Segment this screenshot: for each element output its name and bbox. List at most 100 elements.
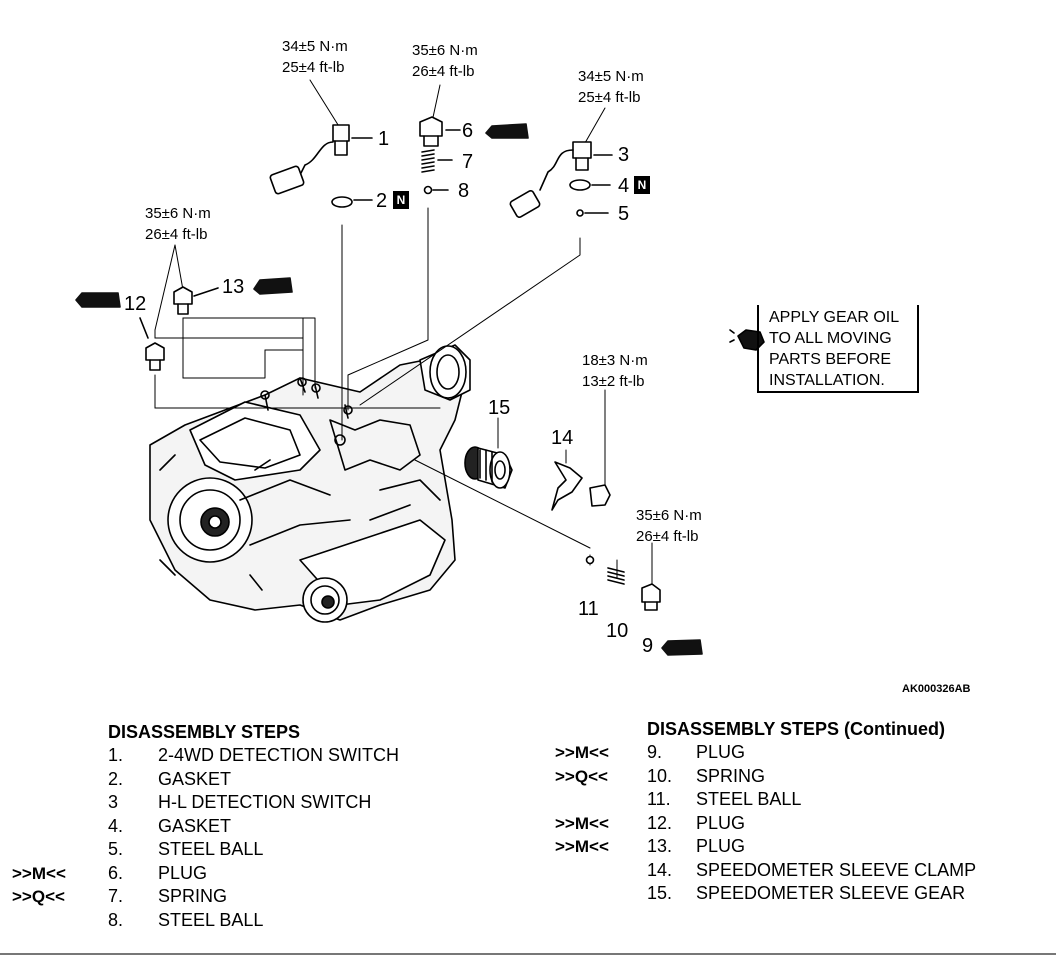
sealant-tube-icons [75, 123, 703, 656]
callout-13: 13 [222, 276, 245, 298]
callout-9: 9 [642, 635, 654, 657]
step-name: SPRING [158, 886, 228, 906]
torque-nm: 35±6 N·m [412, 42, 478, 59]
step-number: 7. [108, 886, 124, 906]
callout-5: 5 [618, 203, 630, 225]
sealant-icon-12 [75, 292, 121, 308]
step-ref: >>M<< [555, 837, 609, 856]
part-10-spring [607, 567, 625, 585]
step-row: >>M<< 9. PLUG [520, 741, 1050, 765]
step-row: 4. GASKET [0, 815, 520, 839]
step-ref: >>M<< [12, 863, 66, 883]
exploded-view-diagram [75, 79, 765, 656]
step-number: 9. [647, 742, 663, 762]
torque-spec-part-14: 18±3 N·m 13±2 ft-lb [582, 350, 648, 392]
part-4-gasket [569, 179, 591, 191]
part-1-switch [269, 124, 373, 195]
step-row: 14. SPEEDOMETER SLEEVE CLAMP [520, 859, 1050, 883]
step-row: 11. STEEL BALL [520, 788, 1050, 812]
step-row: 2. GASKET [0, 768, 520, 792]
step-number: 15. [647, 883, 673, 903]
callout-2: 2 [376, 190, 388, 212]
part-13-plug [173, 286, 219, 315]
step-ref: >>M<< [555, 743, 609, 762]
torque-nm: 35±6 N·m [145, 205, 211, 222]
step-name: GASKET [158, 768, 232, 789]
step-name: PLUG [158, 862, 208, 883]
step-name: PLUG [696, 742, 746, 762]
step-name: PLUG [696, 812, 746, 833]
new-part-badge-4: N [634, 176, 650, 194]
step-ref: >>Q<< [555, 766, 608, 786]
step-row: 3 H-L DETECTION SWITCH [0, 791, 520, 815]
step-name: GASKET [158, 815, 232, 836]
step-row: 1. 2-4WD DETECTION SWITCH [0, 744, 520, 768]
step-number: 1. [108, 745, 124, 765]
notice-line: APPLY GEAR OIL [769, 309, 900, 326]
torque-spec-part-1: 34±5 N·m 25±4 ft-lb [282, 36, 348, 78]
gear-oil-notice: APPLY GEAR OIL TO ALL MOVING PARTS BEFOR… [757, 305, 919, 393]
step-name: PLUG [696, 836, 746, 856]
part-11-ball [585, 555, 595, 565]
callout-7: 7 [462, 151, 474, 173]
callout-15: 15 [488, 397, 511, 419]
step-name: 2-4WD DETECTION SWITCH [158, 745, 399, 765]
steps-heading: DISASSEMBLY STEPS (Continued) [647, 719, 946, 739]
sealant-icon-6 [485, 123, 529, 139]
step-number: 4. [108, 815, 124, 836]
torque-nm: 34±5 N·m [578, 68, 644, 85]
disassembly-steps-list: DISASSEMBLY STEPS 1. 2-4WD DETECTION SWI… [0, 720, 520, 932]
sealant-icon-9 [661, 639, 703, 656]
callout-4: 4 [618, 175, 630, 197]
torque-spec-part-6: 35±6 N·m 26±4 ft-lb [412, 40, 478, 82]
disassembly-steps-continued-list: DISASSEMBLY STEPS (Continued) >>M<< 9. P… [520, 717, 1050, 906]
part-3-switch [509, 141, 613, 218]
notice-line: PARTS BEFORE [769, 351, 892, 368]
step-number: 14. [647, 859, 673, 880]
torque-nm: 18±3 N·m [582, 352, 648, 369]
step-number: 6. [108, 862, 124, 883]
step-row: 8. STEEL BALL [0, 909, 520, 933]
torque-ftlb: 25±4 ft-lb [282, 59, 345, 76]
figure-id: AK000326AB [902, 683, 971, 695]
callout-12: 12 [124, 293, 147, 315]
steps-heading: DISASSEMBLY STEPS [108, 722, 301, 742]
torque-spec-part-9: 35±6 N·m 26±4 ft-lb [636, 505, 702, 547]
torque-spec-parts-12-13: 35±6 N·m 26±4 ft-lb [145, 203, 211, 245]
part-12-plug [139, 317, 165, 371]
step-name: STEEL BALL [158, 839, 264, 859]
torque-ftlb: 26±4 ft-lb [412, 63, 475, 80]
step-name: H-L DETECTION SWITCH [158, 792, 372, 812]
torque-ftlb: 25±4 ft-lb [578, 89, 641, 106]
bottom-divider [0, 953, 1056, 955]
step-row: 5. STEEL BALL [0, 838, 520, 862]
step-row: >>M<< 12. PLUG [520, 812, 1050, 836]
step-name: SPEEDOMETER SLEEVE GEAR [696, 883, 966, 903]
callout-6: 6 [462, 120, 474, 142]
torque-ftlb: 13±2 ft-lb [582, 373, 645, 390]
callout-10: 10 [606, 620, 629, 642]
part-14-clamp [551, 461, 611, 511]
callout-3: 3 [618, 144, 630, 166]
step-row: >>Q<< 10. SPRING [520, 765, 1050, 789]
torque-ftlb: 26±4 ft-lb [636, 528, 699, 545]
callout-14: 14 [551, 427, 574, 449]
part-5-ball [576, 209, 584, 217]
step-number: 11. [647, 789, 671, 809]
step-name: STEEL BALL [696, 789, 802, 809]
step-number: 10. [647, 765, 673, 786]
torque-nm: 35±6 N·m [636, 507, 702, 524]
leader-lines [154, 79, 653, 586]
torque-nm: 34±5 N·m [282, 38, 348, 55]
step-number: 13. [647, 836, 673, 856]
part-9-plug [641, 583, 661, 611]
step-number: 5. [108, 839, 124, 859]
torque-spec-part-3: 34±5 N·m 25±4 ft-lb [578, 66, 644, 108]
step-ref: >>M<< [555, 813, 609, 833]
part-2-gasket [331, 196, 353, 208]
callout-11: 11 [578, 598, 599, 620]
new-part-badge-2: N [393, 191, 409, 209]
step-ref: >>Q<< [12, 887, 65, 906]
part-6-plug [419, 116, 461, 147]
step-row: >>Q<< 7. SPRING [0, 885, 520, 909]
